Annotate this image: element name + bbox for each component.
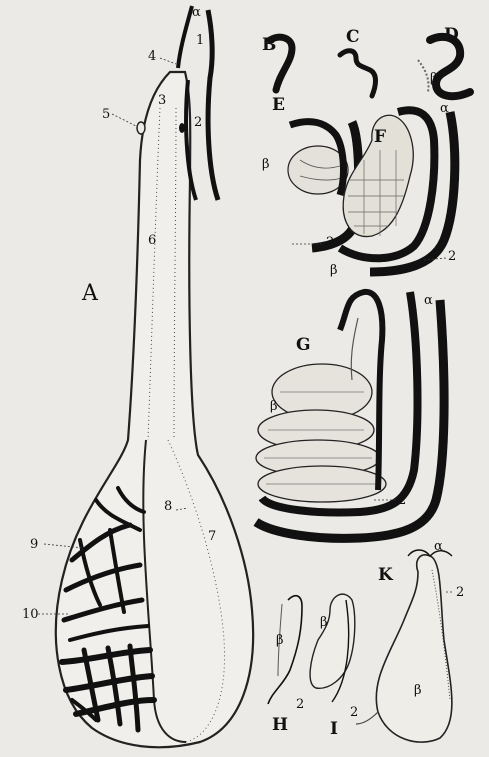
label-beta-f: β [330, 263, 338, 278]
label-beta-i: β [320, 615, 328, 630]
figure-i-bud [310, 594, 355, 702]
duct-a-right [208, 10, 218, 200]
label-beta-e: β [262, 157, 270, 172]
label-9: 9 [30, 537, 38, 552]
duct-a-upper [178, 6, 192, 68]
label-8: 8 [164, 499, 172, 514]
label-a: A [81, 281, 99, 306]
label-h: H [272, 715, 288, 735]
label-2-k: 2 [456, 585, 464, 600]
label-7: 7 [208, 529, 216, 544]
label-b: B [262, 35, 276, 55]
label-2-f: 2 [448, 249, 456, 264]
label-alpha-a: α [192, 5, 201, 20]
label-2-i: 2 [350, 705, 358, 720]
label-beta-k: β [414, 683, 422, 698]
figure-a-gland [56, 6, 253, 747]
figure-h-bud [268, 596, 302, 704]
label-beta-h: β [276, 633, 284, 648]
label-i: I [330, 719, 338, 739]
label-k: K [378, 565, 394, 585]
label-2-h: 2 [296, 697, 304, 712]
label-e: E [272, 95, 285, 115]
pore-5 [137, 122, 145, 134]
figure-k-bud [356, 550, 452, 742]
label-1: 1 [196, 33, 204, 48]
label-2-a: 2 [194, 115, 202, 130]
label-alpha-f: α [440, 101, 449, 116]
label-10: 10 [22, 607, 39, 622]
label-2-g: 2 [398, 493, 406, 508]
label-d: D [444, 25, 459, 45]
label-6: 6 [148, 233, 156, 248]
label-beta-d: β [430, 71, 438, 86]
gland-outline [56, 72, 253, 747]
label-alpha-k: α [434, 539, 443, 554]
label-5: 5 [102, 107, 110, 122]
figure-c-duct [340, 51, 376, 96]
figure-d-duct [418, 37, 470, 96]
figure-g-gland [256, 292, 444, 539]
label-g: G [296, 335, 311, 355]
label-beta-g: β [270, 399, 278, 414]
label-3: 3 [158, 93, 166, 108]
label-2-e: 2 [326, 235, 334, 250]
label-c: C [346, 27, 360, 47]
label-4: 4 [148, 49, 156, 64]
label-alpha-g: α [424, 293, 433, 308]
label-f: F [374, 127, 386, 147]
